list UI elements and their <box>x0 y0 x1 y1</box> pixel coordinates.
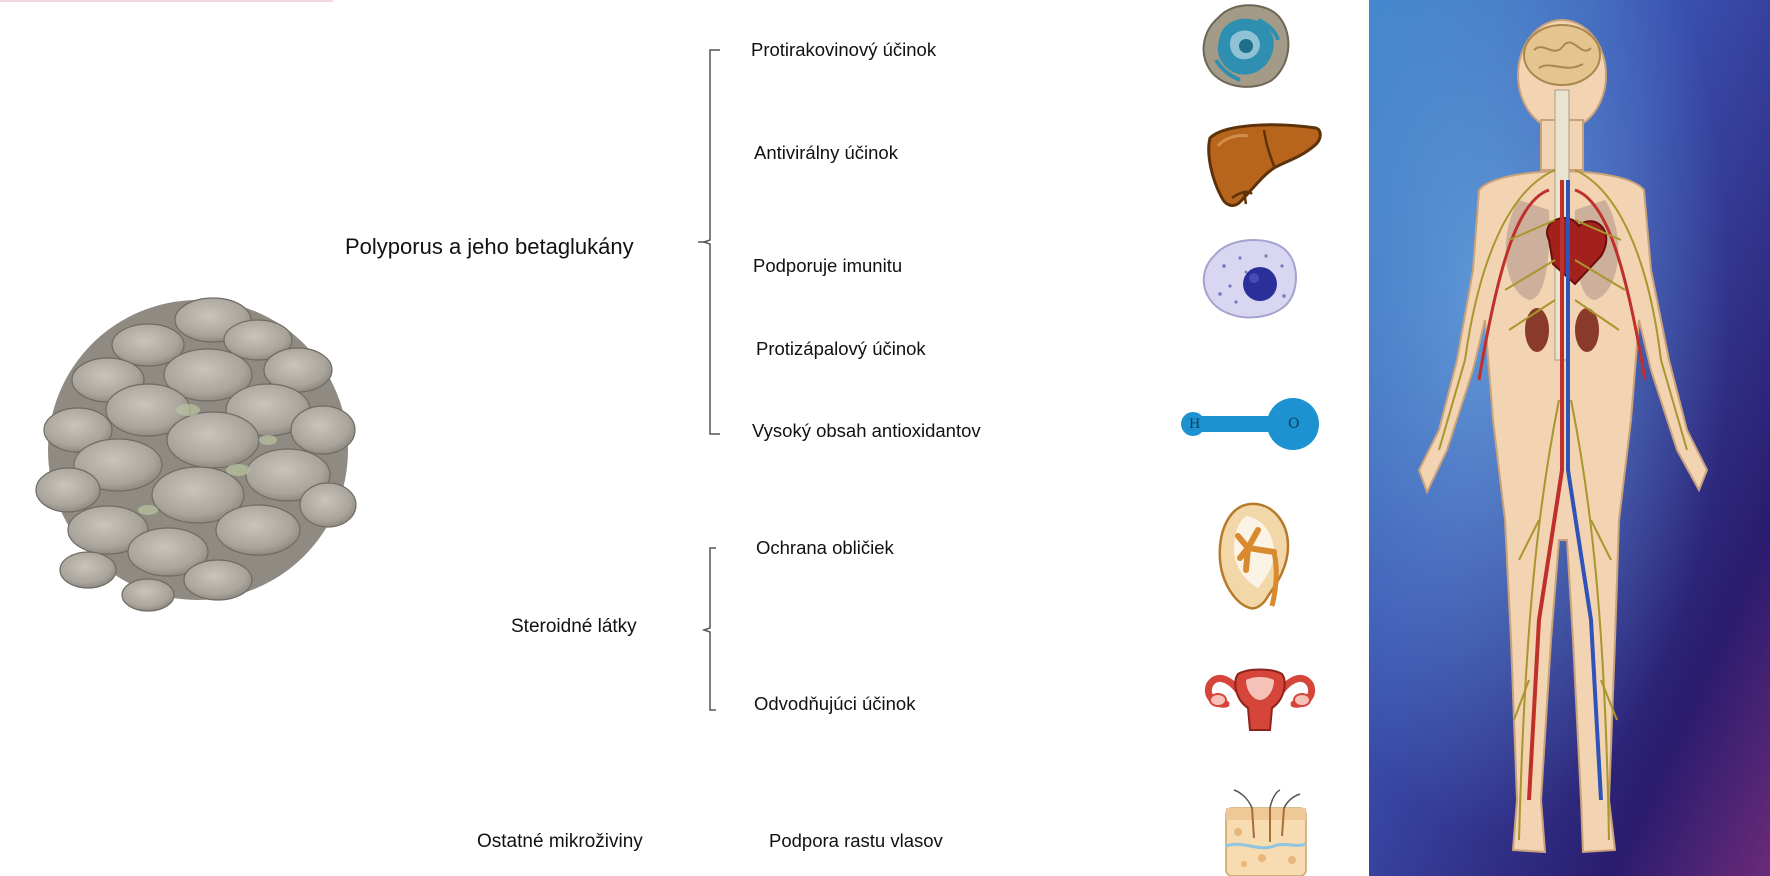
human-body-illustration <box>1369 0 1770 876</box>
oxygen-atom-label: O <box>1288 416 1300 432</box>
group-label-polyporus: Polyporus a jeho betaglukány <box>345 234 634 259</box>
bracket-steroids <box>701 547 716 711</box>
top-accent-line <box>0 0 333 2</box>
hair-follicle-icon <box>1225 789 1307 876</box>
hydrogen-atom-label: H <box>1189 417 1201 432</box>
polyporus-mushroom-image <box>28 290 358 615</box>
group-label-micronutrients: Ostatné mikroživiny <box>477 831 643 852</box>
immune-cell-icon <box>1202 239 1297 319</box>
group-label-steroids: Steroidné látky <box>511 616 637 637</box>
item-label-immunity: Podporuje imunitu <box>753 255 903 276</box>
hydroxyl-molecule-icon: H O <box>1180 396 1320 452</box>
liver-icon <box>1207 123 1322 207</box>
item-label-antioxidants: Vysoký obsah antioxidantov <box>752 420 981 441</box>
item-label-diuretic: Odvodňujúci účinok <box>754 693 916 714</box>
item-label-anticancer: Protirakovinový účinok <box>751 39 937 60</box>
bracket-polyporus <box>698 49 720 435</box>
cancer-cell-icon <box>1202 4 1290 88</box>
kidney-icon <box>1218 502 1290 610</box>
item-label-kidney-protection: Ochrana obličiek <box>756 537 894 558</box>
item-label-antiviral: Antivirálny účinok <box>754 142 898 163</box>
item-label-anti-inflammatory: Protizápalový účinok <box>756 338 926 359</box>
uterus-icon <box>1205 668 1315 731</box>
item-label-hair-growth: Podpora rastu vlasov <box>769 830 943 851</box>
